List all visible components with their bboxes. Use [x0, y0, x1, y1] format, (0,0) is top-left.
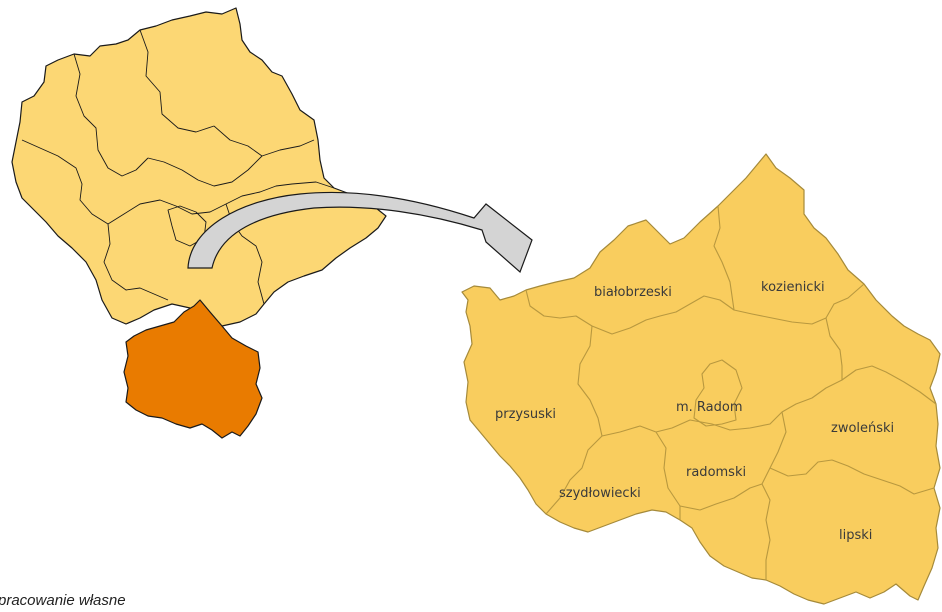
overview-district-borders: [21, 29, 335, 319]
label-szydlowiecki: szydłowiecki: [559, 486, 641, 501]
label-kozienicki: kozienicki: [761, 280, 825, 295]
highlighted-subregion: [123, 299, 263, 439]
curved-arrow: [187, 191, 533, 274]
voivodeship-outline: [11, 7, 387, 327]
label-lipski: lipski: [839, 528, 872, 543]
source-note: pracowanie własne: [0, 592, 126, 609]
label-przysuski: przysuski: [495, 407, 556, 422]
subregion-detail-map: [461, 153, 941, 605]
county-labels: białobrzeski kozienicki przysuski m. Rad…: [495, 280, 894, 543]
label-radomski: radomski: [686, 465, 746, 480]
county-borders: [525, 205, 937, 580]
label-m-radom: m. Radom: [676, 400, 743, 415]
subregion-outline: [461, 153, 941, 605]
voivodeship-overview-map: [11, 7, 387, 439]
label-bialobrzeski: białobrzeski: [594, 285, 672, 300]
connector-arrow: [187, 191, 533, 274]
label-zwolenski: zwoleński: [831, 421, 894, 436]
